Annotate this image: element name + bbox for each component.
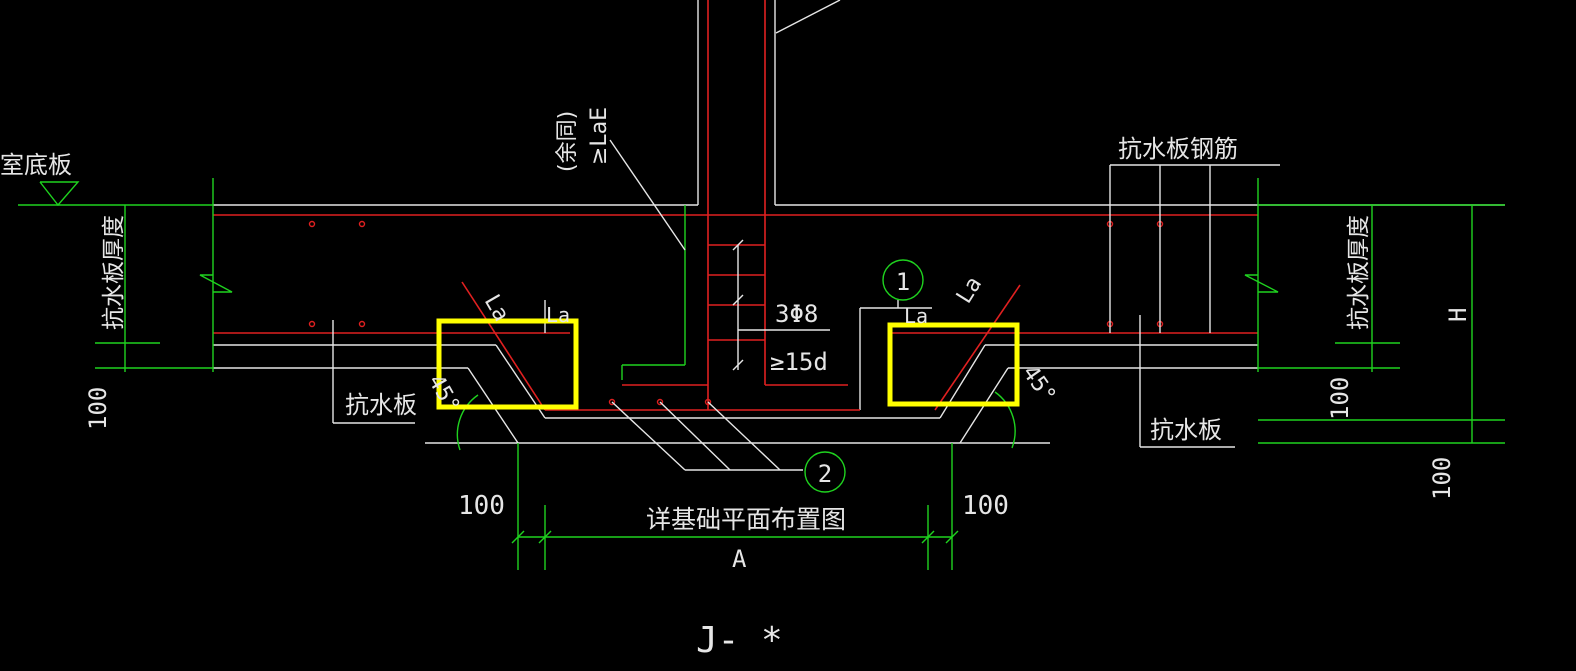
callout-1-text: 1	[896, 268, 910, 296]
label-slab-thickness-right: 抗水板厚度	[1346, 215, 1372, 330]
callout-marker-2: 2	[804, 451, 846, 493]
dimension-100-right-vertical-1: 100	[1326, 377, 1354, 420]
label-angle-left: 45°	[423, 371, 465, 418]
dimension-100-left-bottom: 100	[458, 491, 505, 521]
dimension-100-right-bottom: 100	[962, 491, 1009, 521]
dimension-lines	[18, 178, 1505, 570]
highlight-box-right	[887, 322, 1020, 407]
label-basement-floor-slab: 室底板	[0, 151, 72, 179]
highlight-box-left	[436, 318, 579, 410]
label-anti-water-slab-rebar: 抗水板钢筋	[1118, 135, 1238, 163]
label-foundation-plan-ref: 详基础平面布置图	[646, 505, 846, 534]
wall-outline	[213, 0, 1505, 206]
label-la-small-right: La	[904, 304, 928, 328]
dimension-100-left-vertical: 100	[84, 387, 112, 430]
label-min-15d: ≥15d	[770, 348, 828, 376]
label-lae: ≥LaE	[587, 107, 612, 165]
label-slab-thickness-left: 抗水板厚度	[101, 215, 127, 330]
label-stirrups: 3Φ8	[775, 300, 818, 328]
dimension-100-right-vertical-2: 100	[1428, 457, 1456, 500]
label-rest-same: (余同)	[555, 111, 580, 172]
rebar	[213, 0, 1258, 411]
label-anti-water-slab-right: 抗水板	[1150, 416, 1222, 444]
leader-lines	[332, 139, 1280, 471]
callout-marker-1: 1	[882, 259, 924, 301]
callout-2-text: 2	[818, 460, 832, 488]
drawing-title: J- *	[696, 620, 783, 661]
label-la-right: La	[952, 272, 987, 308]
dimension-a: A	[732, 545, 747, 573]
label-la-small-left: La	[546, 303, 570, 327]
slab-outline	[213, 307, 1258, 444]
label-anti-water-slab-left: 抗水板	[345, 391, 417, 419]
dimension-h: H	[1444, 308, 1472, 322]
